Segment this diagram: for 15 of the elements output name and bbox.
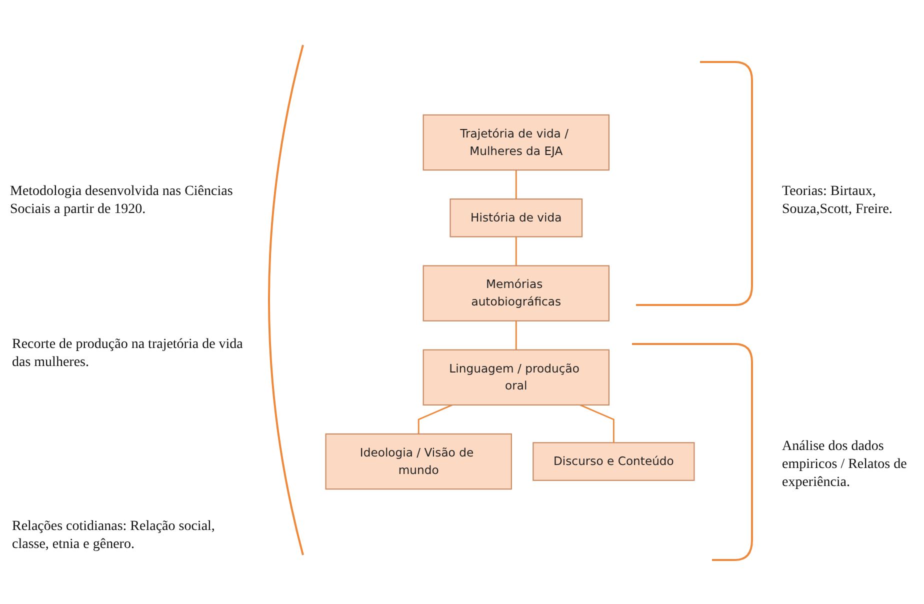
process-box: Ideologia / Visão de mundo bbox=[325, 433, 512, 490]
process-box: História de vida bbox=[450, 198, 583, 238]
connector bbox=[515, 320, 517, 350]
connector bbox=[515, 170, 517, 200]
annotation-text: Metodologia desenvolvida nas Ciências Sociais a partir de 1920. bbox=[10, 183, 234, 220]
annotation-text: Análise dos dados empiricos / Relatos de experiência. bbox=[782, 438, 908, 492]
connector bbox=[515, 236, 517, 266]
connector bbox=[418, 404, 453, 434]
process-box: Discurso e Conteúdo bbox=[532, 442, 695, 481]
process-box: Trajetória de vida / Mulheres da EJA bbox=[422, 114, 610, 171]
annotation-text: Teorias: Birtaux, Souza,Scott, Freire. bbox=[782, 183, 894, 220]
annotation-text: Recorte de produção na trajetória de vida das mulheres. bbox=[12, 336, 244, 372]
process-box: Memórias autobiográficas bbox=[422, 265, 610, 322]
annotation-text: Relações cotidianas: Relação social, classe, etnia e gênero. bbox=[12, 518, 216, 554]
process-box: Linguagem / produção oral bbox=[422, 349, 610, 406]
